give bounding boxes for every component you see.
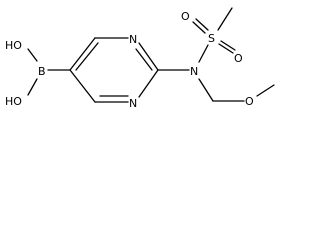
- bond-s-o-left-a: [192, 21, 206, 34]
- atom-label-oxo-left: O: [181, 10, 190, 23]
- structure-diagram: HO HO B N N N S O O O: [5, 7, 275, 110]
- bond-oh-bottom-b: [27, 78, 38, 96]
- bond-s-methyl: [217, 7, 233, 31]
- atom-label-oh-top: HO: [5, 39, 22, 52]
- bond-n-ch2: [198, 78, 214, 102]
- ring-bond-c6-c5: [69, 69, 96, 103]
- ring-bond-n3-c2-inner: [135, 48, 153, 71]
- bond-n-s: [198, 44, 209, 63]
- ring-bond-c2-n1: [138, 69, 159, 98]
- atom-label-oh-bottom: HO: [5, 95, 22, 108]
- bonds: [27, 7, 275, 103]
- atom-label-ether-o: O: [245, 95, 254, 108]
- ring-bond-c5-c4-inner: [75, 42, 99, 71]
- atom-label-amide-n: N: [190, 65, 198, 78]
- bond-s-o-right-b: [220, 40, 236, 51]
- ring-bond-c5-c4: [69, 37, 96, 71]
- bond-s-o-right-a: [218, 43, 234, 54]
- bond-oh-top-b: [27, 48, 38, 62]
- atom-labels: HO HO B N N N S O O O: [5, 10, 254, 110]
- bond-s-o-left-b: [195, 18, 209, 31]
- bond-o-ch3: [256, 84, 275, 97]
- atom-label-oxo-right: O: [234, 52, 243, 65]
- atom-label-sulfur: S: [208, 32, 215, 45]
- atom-label-boron: B: [38, 65, 46, 78]
- ring-bond-n3-c2: [138, 42, 159, 71]
- atom-label-ring-n-bottom: N: [129, 97, 137, 110]
- atom-label-ring-n-top: N: [129, 33, 137, 46]
